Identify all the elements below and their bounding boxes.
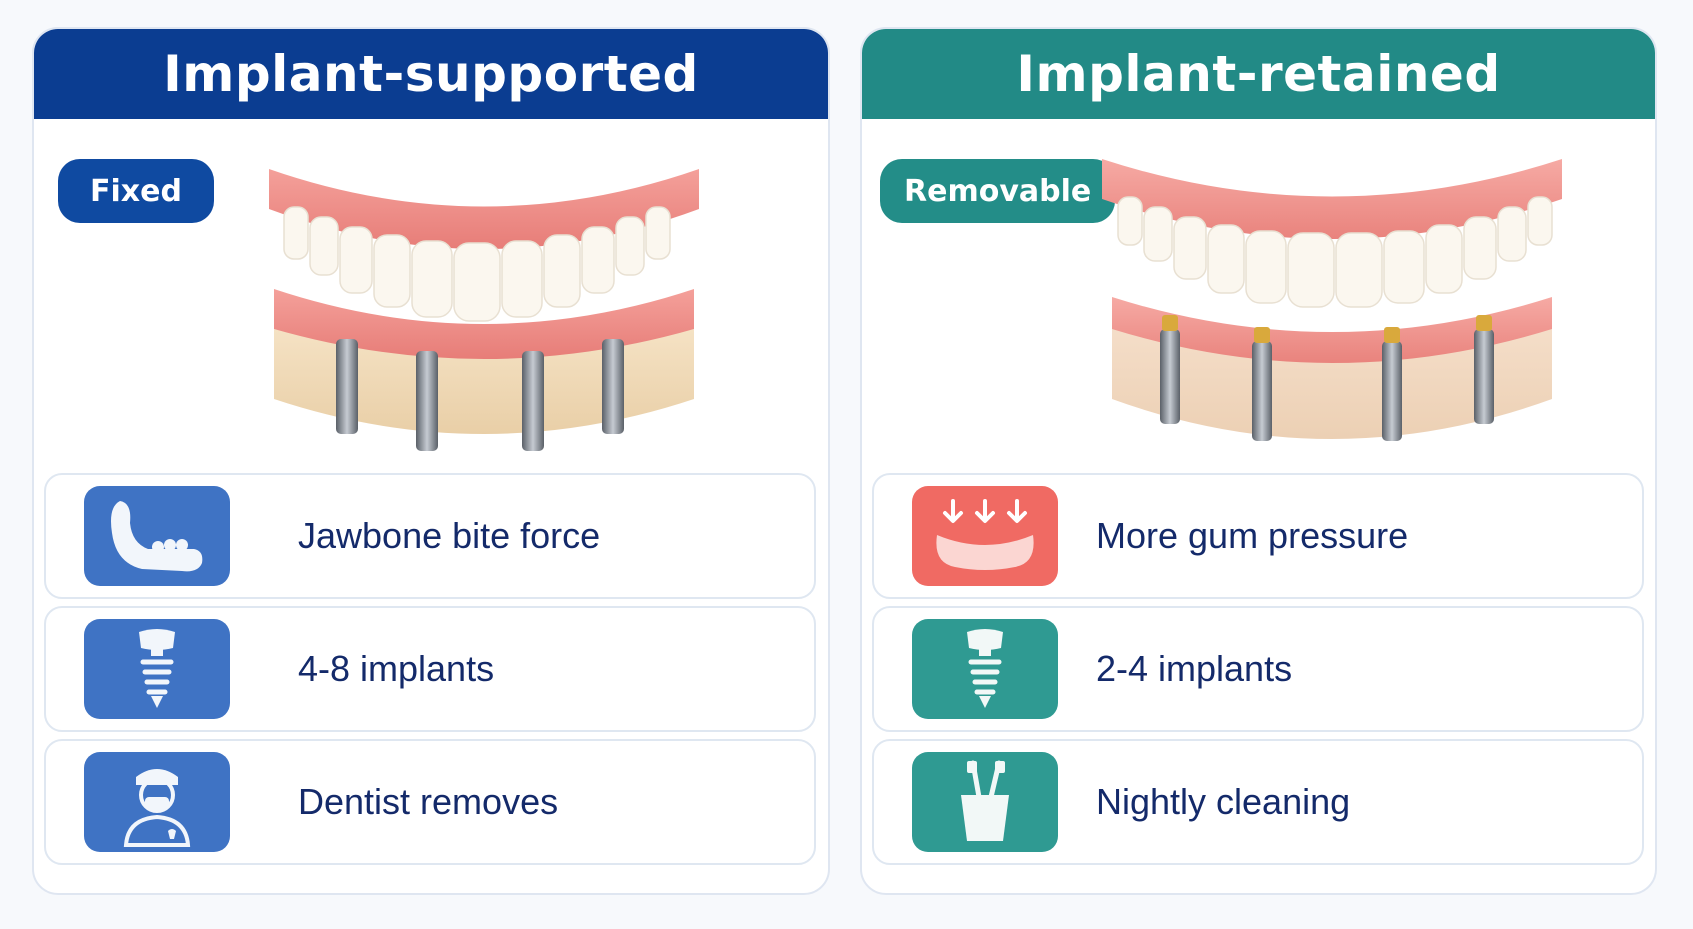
feature-label: 4-8 implants [298, 648, 495, 689]
fixed-denture-illustration [269, 169, 699, 451]
fixed-badge: Fixed [58, 159, 214, 223]
feature-label: 2-4 implants [1096, 648, 1293, 689]
removable-denture-illustration [1102, 159, 1562, 441]
implant-icon [84, 619, 230, 719]
feature-label: More gum pressure [1096, 515, 1409, 556]
list-item: Dentist removes [44, 739, 816, 865]
feature-label: Jawbone bite force [298, 515, 601, 556]
feature-list: More gum pressure 2-4 implants [872, 473, 1644, 872]
feature-label: Nightly cleaning [1096, 781, 1351, 822]
removable-badge: Removable [880, 159, 1116, 223]
feature-label: Dentist removes [298, 781, 559, 822]
list-item: Jawbone bite force [44, 473, 816, 599]
jawbone-icon [84, 486, 230, 586]
implant-supported-panel: Implant-supported Fixed [32, 27, 830, 895]
toothbrush-cup-icon [912, 752, 1058, 852]
feature-list: Jawbone bite force 4-8 implants [44, 473, 816, 872]
list-item: More gum pressure [872, 473, 1644, 599]
dentist-icon [84, 752, 230, 852]
list-item: Nightly cleaning [872, 739, 1644, 865]
implant-icon [912, 619, 1058, 719]
gum-pressure-icon [912, 486, 1058, 586]
list-item: 4-8 implants [44, 606, 816, 732]
implant-retained-panel: Implant-retained Removable [860, 27, 1657, 895]
panel-title: Implant-retained [862, 29, 1655, 119]
panel-title: Implant-supported [34, 29, 828, 119]
list-item: 2-4 implants [872, 606, 1644, 732]
